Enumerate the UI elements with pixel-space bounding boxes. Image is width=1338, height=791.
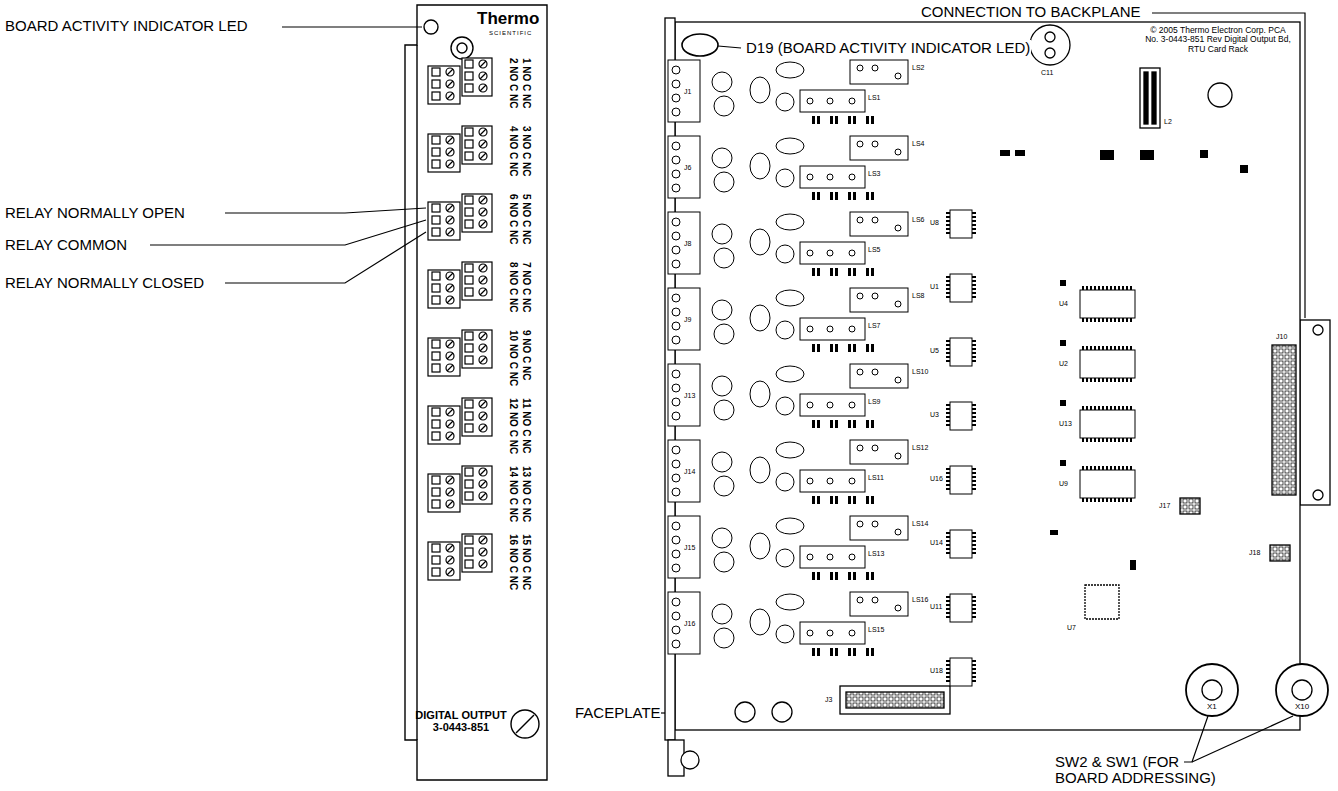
terminal-label: 3 NO C NC	[520, 126, 532, 177]
relay-designator: LS9	[867, 398, 881, 406]
ic-designator: U8	[929, 219, 940, 227]
connector-designator: J13	[683, 392, 696, 400]
pcb-drawing	[665, 18, 1330, 776]
ic-designator: U18	[929, 667, 944, 675]
terminal-label: 12 NO C NC	[507, 398, 519, 454]
relay-channels	[668, 60, 908, 656]
terminal-label: 4 NO C NC	[507, 126, 519, 177]
callout-label: RELAY NORMALLY CLOSED	[5, 275, 204, 292]
component-designator: C11	[1040, 69, 1054, 77]
component-designator: J18	[1248, 549, 1261, 557]
ic-designator: U2	[1058, 360, 1069, 368]
relay-designator: LS1	[867, 94, 881, 102]
ic-designator: U13	[1058, 420, 1073, 428]
relay-designator: LS3	[867, 170, 881, 178]
component-designator: J17	[1158, 502, 1171, 510]
callout-label: D19 (BOARD ACTIVITY INDICATOR LED)	[745, 40, 1031, 57]
leader-lines	[150, 27, 426, 283]
callout-label: RELAY COMMON	[5, 237, 127, 254]
terminal-label: 14 NO C NC	[507, 466, 519, 522]
component-designator: J10	[1275, 333, 1288, 341]
faceplate-drawing	[405, 5, 547, 780]
ic-chips	[948, 210, 1135, 686]
connector-designator: J16	[683, 620, 696, 628]
relay-designator: LS5	[867, 246, 881, 254]
silkscreen-copyright: © 2005 Thermo Electron Corp. PCA No. 3-0…	[1143, 26, 1293, 54]
terminal-label: 7 NO C NC	[520, 262, 532, 313]
relay-designator: LS8	[911, 292, 925, 300]
terminal-label: 8 NO C NC	[507, 262, 519, 313]
ic-designator: U11	[929, 603, 943, 611]
relay-designator: LS7	[867, 322, 881, 330]
ic-designator: U16	[929, 475, 944, 483]
connector-designator: J15	[683, 544, 696, 552]
board-part-number: DIGITAL OUTPUT 3-0443-851	[411, 709, 511, 733]
terminal-label: 16 NO C NC	[507, 534, 519, 590]
switch-label: X10	[1294, 703, 1310, 712]
callout-label: CONNECTION TO BACKPLANE	[920, 4, 1142, 21]
relay-designator: LS10	[911, 368, 929, 376]
component-designator: L2	[1163, 118, 1173, 126]
terminal-blocks	[428, 58, 492, 580]
connector-designator: J9	[683, 316, 692, 324]
relay-designator: LS14	[911, 520, 929, 528]
ic-designator: U3	[929, 411, 940, 419]
ic-designator: U14	[929, 539, 944, 547]
callout-label: RELAY NORMALLY OPEN	[5, 205, 185, 222]
terminal-label: 2 NO C NC	[507, 58, 519, 109]
terminal-label: 6 NO C NC	[507, 194, 519, 245]
ic-designator: U9	[1058, 480, 1069, 488]
connector-designator: J6	[683, 164, 692, 172]
faceplate-panel: ThermoSCIENTIFIC 1 NO C NC2 NO C NC 3 NO C…	[405, 5, 547, 780]
relay-designator: LS4	[911, 140, 925, 148]
relay-designator: LS13	[867, 550, 885, 558]
brand-logo: Thermo	[477, 10, 539, 29]
callout-label: FACEPLATE	[575, 705, 661, 722]
component-designator: J3	[824, 696, 833, 704]
terminal-label: 9 NO C NC	[520, 330, 532, 381]
ic-designator: U1	[929, 283, 940, 291]
terminal-label: 10 NO C NC	[507, 330, 519, 386]
relay-designator: LS6	[911, 216, 925, 224]
brand-subtitle: SCIENTIFIC	[489, 30, 532, 37]
connector-designator: J8	[683, 240, 692, 248]
callout-label: SW2 & SW1 (FOR BOARD ADDRESSING)	[1055, 754, 1225, 786]
callout-label: BOARD ACTIVITY INDICATOR LED	[5, 18, 248, 35]
component-designator: U7	[1066, 624, 1077, 632]
connector-designator: J14	[683, 468, 696, 476]
circuit-board: © 2005 Thermo Electron Corp. PCA No. 3-0…	[675, 22, 1300, 730]
terminal-label: 1 NO C NC	[520, 58, 532, 109]
terminal-label: 11 NO C NC	[520, 398, 532, 454]
terminal-label: 13 NO C NC	[520, 466, 532, 522]
ic-designator: U5	[929, 347, 940, 355]
relay-designator: LS2	[911, 64, 925, 72]
leader-lines	[661, 13, 1305, 762]
connector-designator: J1	[683, 88, 692, 96]
relay-designator: LS15	[867, 626, 885, 634]
switch-label: X1	[1206, 703, 1218, 712]
relay-designator: LS16	[911, 596, 929, 604]
terminal-label: 15 NO C NC	[520, 534, 532, 590]
relay-designator: LS11	[867, 474, 885, 482]
terminal-label: 5 NO C NC	[520, 194, 532, 245]
ic-designator: U4	[1058, 300, 1069, 308]
relay-designator: LS12	[911, 444, 929, 452]
